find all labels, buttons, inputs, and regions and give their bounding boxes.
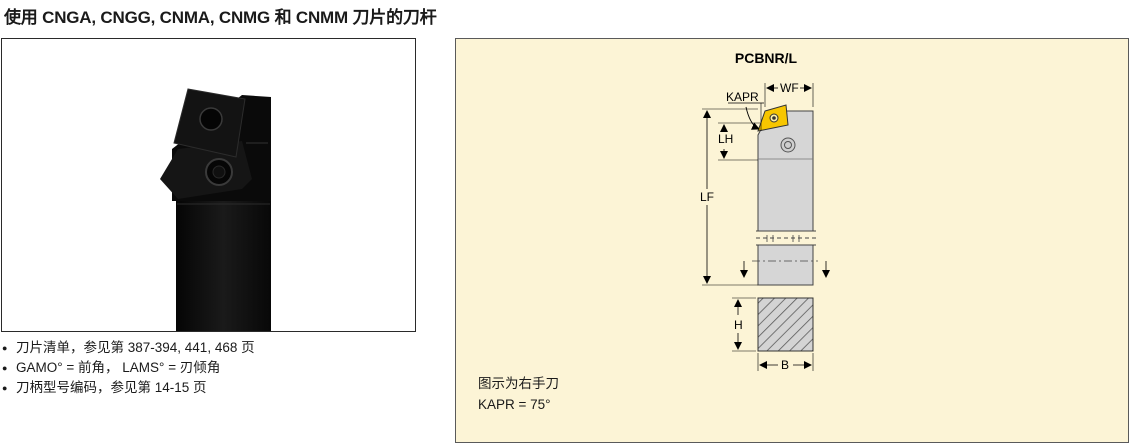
toolholder-photo-image [160, 88, 271, 331]
bullet-icon: ● [2, 343, 8, 353]
shank-body [176, 199, 271, 331]
bullet-icon: ● [2, 363, 8, 373]
page-title: 使用 CNGA, CNGG, CNMA, CNMG 和 CNMM 刀片的刀杆 [4, 8, 437, 27]
insert-screw-icon [199, 107, 223, 131]
dimension-drawing: KAPR WF LH LF [700, 81, 830, 372]
svg-text:LF: LF [700, 190, 714, 204]
lh-dimension: LH [718, 122, 760, 161]
diagram-caption: 图示为右手刀 KAPR = 75° [478, 373, 559, 415]
note-item: ●GAMO° = 前角， LAMS° = 刃倾角 [2, 358, 255, 378]
svg-text:WF: WF [780, 81, 799, 95]
b-label: B [781, 358, 789, 372]
kapr-angle-dim: KAPR [726, 90, 764, 131]
lf-dimension: LF [700, 108, 758, 286]
caption-kapr: KAPR = 75° [478, 397, 551, 412]
notes-list: ●刀片清单，参见第 387-394, 441, 468 页 ●GAMO° = 前… [2, 338, 255, 398]
product-photo [1, 38, 416, 332]
h-label: H [734, 318, 743, 332]
dimension-diagram-panel: PCBNR/L [455, 38, 1129, 443]
shank-cross-section: H B [732, 297, 814, 372]
diagram-title: PCBNR/L [734, 50, 798, 66]
wf-dimension: WF [764, 81, 814, 107]
note-item: ●刀柄型号编码，参见第 14-15 页 [2, 378, 255, 398]
svg-text:LH: LH [718, 132, 733, 146]
clamp-screw-icon [780, 137, 796, 153]
bullet-icon: ● [2, 383, 8, 393]
caption-hand: 图示为右手刀 [478, 376, 559, 391]
holder-side-view [740, 104, 830, 286]
note-item: ●刀片清单，参见第 387-394, 441, 468 页 [2, 338, 255, 358]
svg-text:KAPR: KAPR [726, 90, 759, 104]
